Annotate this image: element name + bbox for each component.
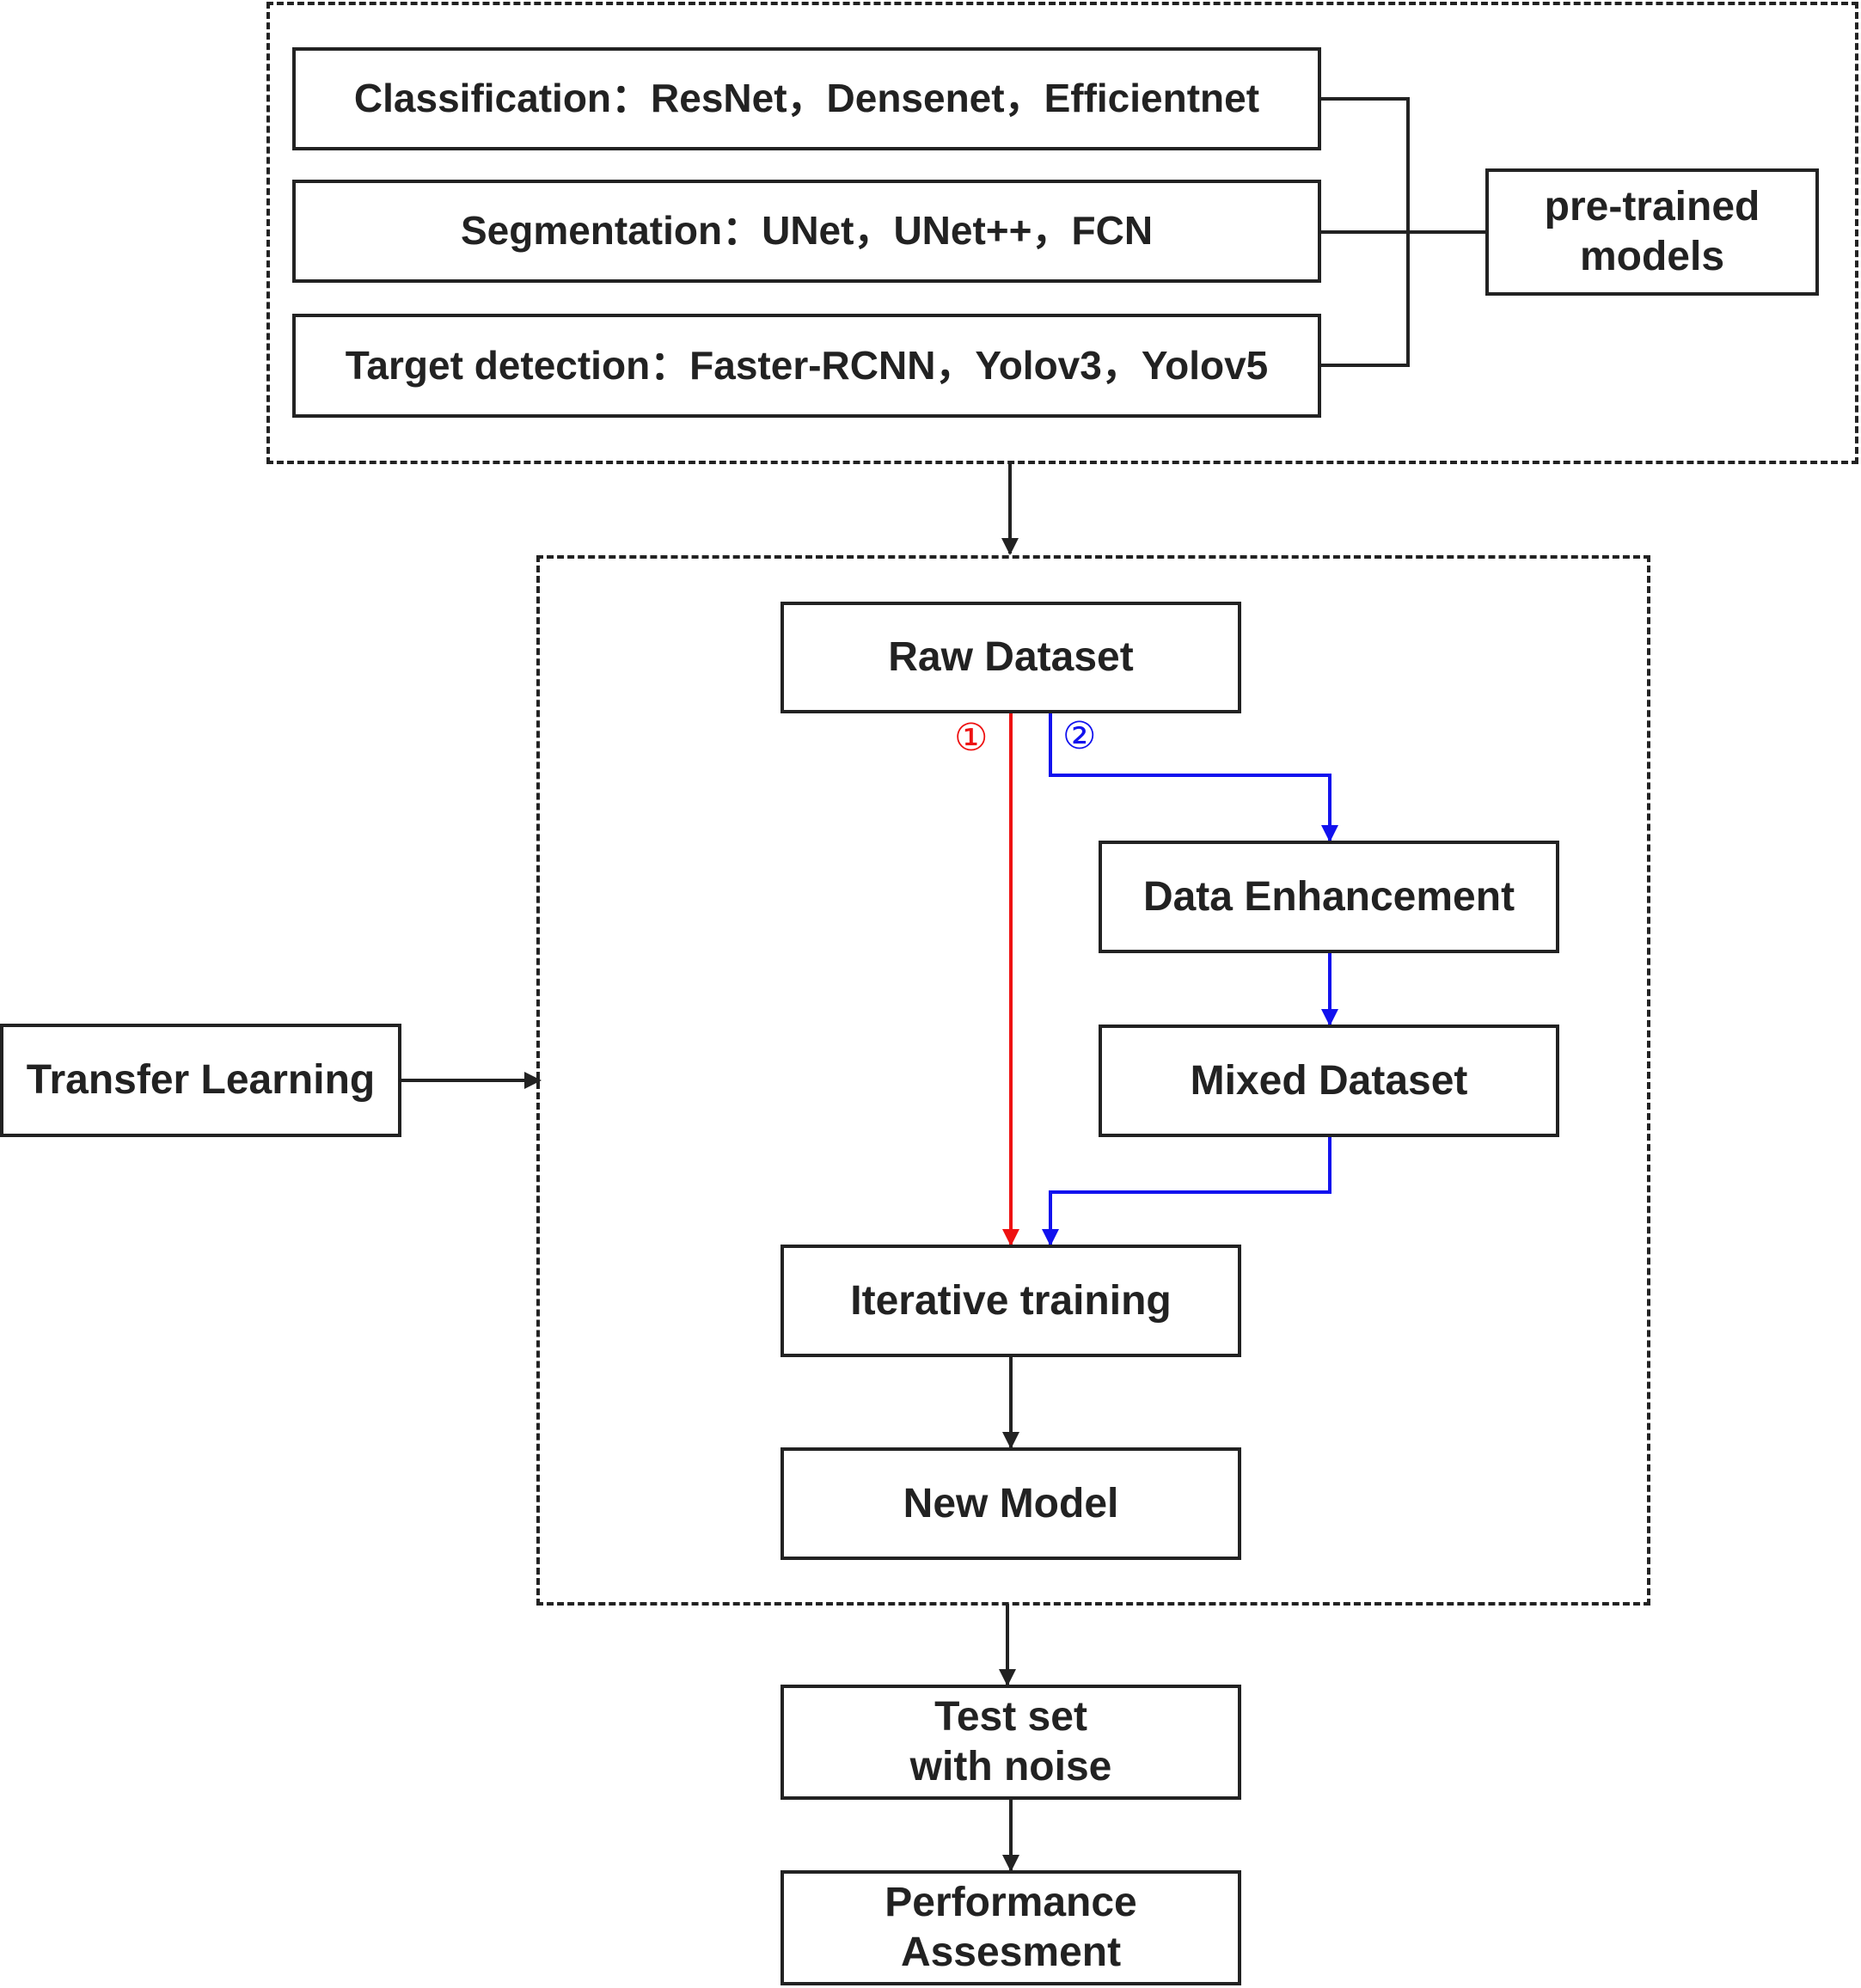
test-set-line2: with noise [909, 1744, 1112, 1789]
raw-dataset-label: Raw Dataset [888, 634, 1134, 681]
test-set-box: Test set with noise [781, 1685, 1241, 1800]
iterative-training-label: Iterative training [850, 1277, 1172, 1324]
arrow-mixed-to-training [1042, 1136, 1331, 1246]
transfer-learning-box: Transfer Learning [0, 1024, 401, 1137]
segmentation-box: Segmentation：UNet，UNet++，FCN [292, 180, 1321, 283]
iterative-training-box: Iterative training [781, 1245, 1241, 1357]
mixed-dataset-label: Mixed Dataset [1190, 1057, 1468, 1104]
pretrained-label-line2: models [1579, 234, 1725, 279]
classification-label: Classification：ResNet，Densenet，Efficient… [353, 76, 1260, 121]
mixed-dataset-box: Mixed Dataset [1099, 1025, 1559, 1137]
data-enhancement-box: Data Enhancement [1099, 841, 1559, 953]
path1-marker: ① [954, 717, 989, 759]
classification-box: Classification：ResNet，Densenet，Efficient… [292, 47, 1321, 150]
data-enhancement-label: Data Enhancement [1142, 873, 1515, 920]
segmentation-label: Segmentation：UNet，UNet++，FCN [460, 208, 1154, 254]
new-model-box: New Model [781, 1447, 1241, 1560]
process-group-container [536, 555, 1650, 1606]
detection-box: Target detection：Faster-RCNN，Yolov3，Yolo… [292, 314, 1321, 418]
performance-line2: Assesment [900, 1930, 1122, 1975]
pretrained-models-box: pre-trained models [1485, 168, 1819, 296]
raw-dataset-box: Raw Dataset [781, 602, 1241, 713]
detection-label: Target detection：Faster-RCNN，Yolov3，Yolo… [345, 342, 1269, 388]
new-model-label: New Model [903, 1480, 1119, 1526]
pretrained-group-container [266, 2, 1858, 464]
path2-marker: ② [1062, 715, 1097, 757]
test-set-line1: Test set [934, 1694, 1087, 1740]
arrow-path2-to-enhancement [1049, 712, 1338, 842]
pretrained-label-line1: pre-trained [1544, 184, 1760, 230]
performance-line1: Performance [885, 1880, 1137, 1926]
transfer-learning-label: Transfer Learning [26, 1057, 376, 1104]
performance-box: Performance Assesment [781, 1870, 1241, 1985]
